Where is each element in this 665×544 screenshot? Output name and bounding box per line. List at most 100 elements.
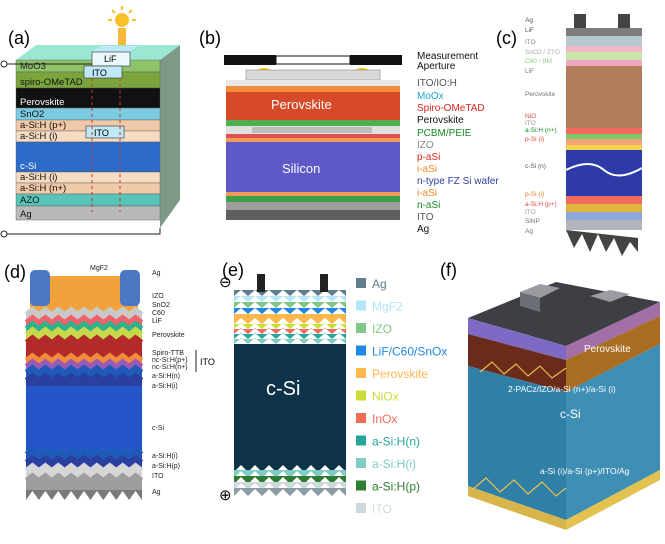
layer-c-1 [566, 36, 642, 46]
legend-label-izo: IZO [372, 322, 392, 336]
layer-b-8 [226, 192, 400, 196]
layer-c-5 [566, 66, 642, 128]
label-spiro-ometad: spiro-OMeTAD [20, 77, 83, 88]
label-moo3: MoO3 [20, 61, 46, 72]
legend-label-a-si-h-p: a-Si:H(p) [372, 480, 420, 494]
label-d-izo: IZO [152, 293, 164, 300]
layer-ag [15, 205, 161, 221]
bottom-texture [566, 230, 638, 256]
layer-b-1 [226, 86, 400, 92]
label-b-aperture: Aperture [417, 61, 456, 72]
label-c-a-si-h-p: a-Si:H (p+) [525, 201, 557, 208]
label-lif: LiF [104, 54, 117, 64]
legend-label-niox: NiOx [372, 390, 399, 404]
ag-finger-right [618, 14, 630, 28]
layer-top-right [566, 302, 660, 360]
label-b-measurement: Measurement [417, 51, 478, 62]
label-b-n-type-fz-si-wafer: n-type FZ Si wafer [417, 176, 499, 187]
label-d-a-si-h-i: a-Si:H(i) [152, 383, 178, 390]
label-sno2: SnO2 [20, 109, 44, 120]
label-ag: Ag [20, 209, 32, 220]
legend-label-perovskite: Perovskite [372, 367, 428, 381]
panel-c-tag: (c) [496, 28, 517, 48]
label-d-nc-si-h-n: nc-Si:H(n+) [152, 364, 188, 371]
label-d-c60: C60 [152, 310, 165, 317]
layer-c-si [15, 141, 161, 173]
label-d-ag: Ag [152, 489, 161, 496]
label-a-si-h-n: a-Si:H (n+) [20, 183, 66, 194]
label-d-mgf2: MgF2 [90, 265, 108, 272]
label-b-p-asi: p-aSi [417, 152, 440, 163]
zigzag-d-5 [24, 352, 144, 363]
legend-swatch-mgf2 [356, 300, 366, 311]
layer-b-6 [226, 138, 400, 142]
label-b-pcbm-peie: PCBM/PEIE [417, 128, 472, 139]
panel-e-legend: AgMgF2IZOLiF/C60/SnOxPerovskiteNiOxInOxa… [356, 277, 447, 516]
label-ito-top: ITO [92, 68, 107, 78]
izo-inset [252, 127, 372, 133]
plus-terminal-icon: ⊕ [219, 487, 232, 504]
label-b-perovskite: Perovskite [417, 115, 464, 126]
layer-b-7 [226, 142, 400, 192]
layer-b-9 [226, 196, 400, 202]
layer-e-top-0 [234, 290, 346, 296]
label-a-si-h-i: a-Si:H (i) [20, 172, 57, 183]
panel-b-tag: (b) [199, 28, 221, 48]
label-d-perovskite: Perovskite [152, 332, 185, 339]
layer-c-14 [566, 220, 642, 230]
panel-d-tag: (d) [4, 262, 26, 282]
panel-c-stack [565, 28, 643, 256]
terminal-bottom [0, 230, 8, 238]
layer-back-right [566, 470, 660, 530]
layer-e-top-4 [234, 314, 346, 324]
label-b-i-asi: i-aSi [417, 188, 437, 199]
legend-swatch-izo [356, 323, 366, 333]
layer-perovskite-f [468, 334, 566, 392]
label-c-si-f: c-Si [560, 407, 581, 421]
layer-b-11 [226, 210, 400, 220]
label-c-ito: ITO [525, 120, 536, 127]
textured-interface [479, 361, 567, 379]
sun-icon [115, 13, 129, 27]
label-perovskite-f: Perovskite [584, 344, 631, 355]
label-b-i-asi: i-aSi [417, 164, 437, 175]
label-c-lif: LiF [525, 68, 534, 75]
label-perovskite-body: Perovskite [271, 97, 332, 112]
contact-finger-left [257, 274, 265, 292]
label-c-lif: LiF [525, 27, 534, 34]
layer-c-3 [566, 52, 642, 60]
panel-d-stack [24, 270, 144, 500]
label-c-ito: ITO [525, 39, 536, 46]
legend-swatch-ito [356, 503, 366, 513]
label-c-c-si-n: c-Si (n) [525, 163, 546, 170]
label-c-ag: Ag [525, 17, 533, 24]
label-d-ag: Ag [152, 270, 161, 277]
layer-c-0 [566, 28, 642, 36]
label-c-sinp: SiNP [525, 218, 540, 225]
layer-b-2 [226, 92, 400, 120]
label-silicon-body: Silicon [282, 161, 320, 176]
layer-e-top-3 [234, 308, 346, 314]
layer-c-12 [566, 204, 642, 212]
layer-e-top-8 [234, 338, 346, 344]
zigzag-d-13 [24, 472, 144, 483]
layer-back-contact-f [468, 486, 566, 530]
label-c-si: c-Si [266, 378, 300, 400]
ito-top-contact [83, 65, 123, 79]
layer-mgf2-d [30, 276, 138, 314]
panel-d-labels: MgF2AgIZOSnO2C60LiFPerovskiteSpiro-TTBnc… [90, 265, 188, 496]
ag-finger-left [574, 14, 586, 28]
legend-label-mgf2: MgF2 [372, 300, 403, 314]
legend-label-ito: ITO [372, 502, 392, 516]
zigzag-d-11 [24, 454, 144, 465]
label-c-c60-bm: C60 / BM [525, 58, 552, 65]
ito-recombination [85, 125, 125, 139]
panel-b: (b) Perovskite Silicon MeasurementApertu… [199, 28, 499, 235]
label-c-si: c-Si [20, 161, 36, 172]
label-d-c-si: c-Si [152, 425, 165, 432]
label-c-a-si-h-n: a-Si:H (n+) [525, 127, 557, 134]
ag-contact-left-d [30, 270, 50, 306]
